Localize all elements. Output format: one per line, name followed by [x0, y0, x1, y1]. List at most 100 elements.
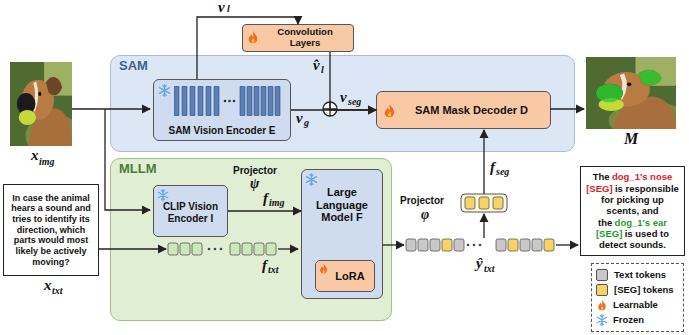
svg-use — [320, 264, 327, 274]
math-label: v — [340, 90, 347, 105]
node-label: Large Language Model F — [305, 186, 379, 224]
math-label: seg — [496, 167, 509, 177]
fire-icon — [318, 263, 329, 274]
node-label: In case the animal hears a sound and tri… — [7, 193, 95, 267]
svg-use — [158, 190, 167, 201]
svg-path — [550, 108, 584, 109]
math-label: ŷ — [476, 256, 483, 271]
svg-rect — [465, 197, 475, 209]
svg-rect — [230, 243, 240, 255]
svg-rect — [496, 239, 506, 251]
svg-ellipse — [596, 84, 623, 103]
snow-icon — [158, 84, 171, 97]
projector-label: Projector — [233, 166, 277, 176]
svg-circle — [220, 248, 223, 251]
decoder-box: SAM Mask Decoder D — [376, 91, 551, 129]
svg-rect — [461, 194, 507, 212]
svg-rect — [192, 243, 202, 255]
node-text: Large Language Model F — [316, 186, 368, 223]
math-label: seg — [348, 97, 361, 107]
legend-row: Learnable — [596, 297, 679, 312]
math-label: v — [218, 0, 225, 15]
svg-use — [174, 86, 280, 116]
svg-rect — [532, 239, 542, 251]
node-label: CLIP Vision Encoder I — [157, 201, 224, 224]
svg-circle — [479, 244, 482, 247]
svg-path — [638, 70, 661, 86]
svg-use — [385, 104, 394, 118]
svg-rect — [242, 243, 252, 255]
output-token-row — [406, 239, 554, 251]
svg-use — [306, 174, 316, 186]
sum-symbol — [323, 102, 337, 116]
svg-rect — [479, 197, 489, 209]
snow-icon — [157, 189, 169, 201]
lora-box: LoRA — [315, 260, 375, 292]
flow-lines — [72, 109, 584, 249]
svg-path — [483, 130, 484, 194]
node-text: CLIP Vision Encoder I — [163, 201, 218, 224]
legend-box: Text tokens[SEG] tokensLearnableFrozen — [591, 263, 684, 332]
math-label: M — [624, 131, 638, 147]
text-token-row — [168, 243, 276, 255]
svg-circle — [323, 102, 337, 116]
seg-token-group — [461, 194, 507, 212]
svg-rect — [180, 243, 190, 255]
svg-rect — [508, 239, 518, 251]
legend-text: Frozen — [613, 314, 644, 325]
connector-arrow — [291, 109, 376, 110]
math-label: txt — [484, 264, 495, 274]
svg-rect — [520, 239, 530, 251]
encoder-box: SAM Vision Encoder E — [153, 79, 291, 141]
svg-use — [598, 299, 605, 310]
math-label: f — [490, 160, 495, 175]
svg-path — [99, 248, 166, 249]
fire-icon — [382, 103, 397, 118]
math-label: f — [263, 191, 268, 206]
svg-rect — [493, 197, 503, 209]
llm-box: Large Language Model F LoRA — [301, 169, 383, 299]
svg-path — [556, 244, 578, 245]
node-text: LoRA — [335, 270, 364, 282]
svg-circle — [214, 248, 217, 251]
node-label: LoRA — [335, 270, 364, 283]
node-label: MLLM — [119, 162, 157, 177]
svg-use — [159, 85, 169, 97]
node-text: In case the animal hears a sound and tri… — [11, 193, 91, 267]
node-label: SAM Vision Encoder E — [168, 125, 275, 137]
legend-swatch — [596, 269, 608, 281]
legend-text: Learnable — [613, 299, 658, 310]
svg-path — [483, 214, 484, 238]
math-label: f — [262, 258, 267, 273]
math-label: l — [227, 4, 230, 14]
math-label: v — [296, 111, 303, 126]
svg-rect — [254, 243, 264, 255]
ellipsis-dots — [208, 244, 482, 251]
mask-image — [586, 57, 689, 139]
svg-path — [72, 108, 150, 109]
input-image — [10, 62, 81, 158]
legend-swatch — [596, 284, 608, 296]
node-label: SAM — [119, 59, 148, 74]
svg-path — [323, 102, 337, 116]
legend-text: Text tokens — [614, 269, 666, 280]
node-text: MLLM — [119, 161, 157, 176]
prompt-box: In case the animal hears a sound and tri… — [3, 184, 99, 276]
svg-rect — [418, 239, 428, 251]
conv-box: Convolution Layers — [242, 24, 354, 52]
svg-rect — [406, 239, 416, 251]
svg-rect — [168, 243, 178, 255]
math-label: x — [31, 148, 39, 163]
legend-row: Text tokens — [596, 267, 679, 282]
projector-label: Projector — [400, 196, 444, 206]
math-label: img — [39, 157, 55, 167]
math-label: img — [269, 198, 285, 208]
answer-box: Thedog_1's nose [SEG]is responsible for … — [580, 166, 685, 256]
svg-use — [597, 314, 606, 325]
math-label: g — [304, 118, 309, 128]
math-label: l — [321, 65, 324, 75]
math-label: txt — [268, 265, 279, 275]
